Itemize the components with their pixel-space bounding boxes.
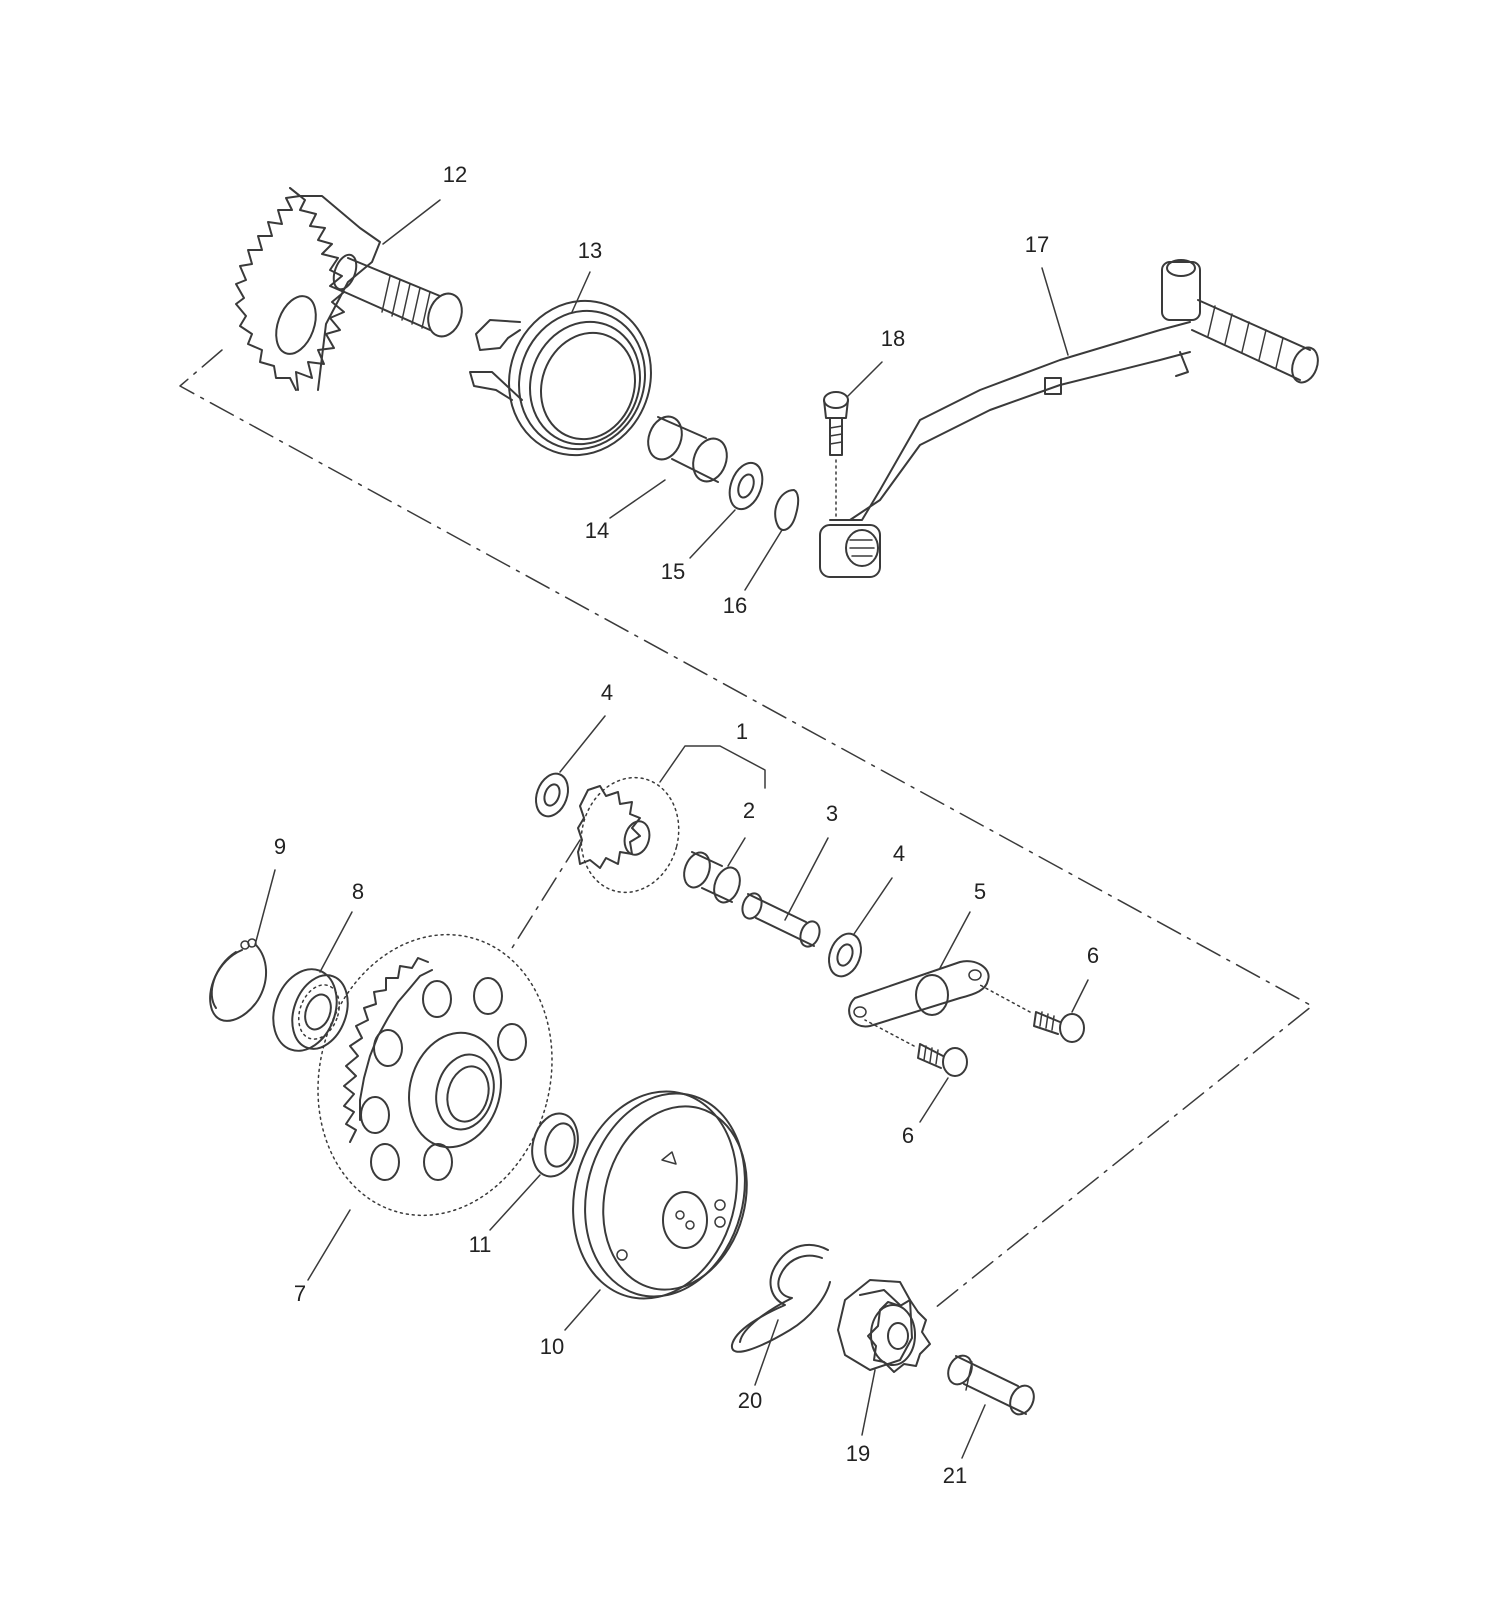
leader-bracket-1 (659, 745, 766, 789)
callout-11: 11 (469, 1232, 492, 1257)
part-seal-11 (531, 1112, 579, 1178)
callout-15: 15 (661, 559, 685, 584)
callout-13: 13 (578, 238, 602, 263)
callout-20: 20 (738, 1388, 762, 1413)
part-kick-shaft-12 (235, 187, 463, 391)
callout-2: 2 (743, 798, 755, 823)
leader-6-upper (1071, 979, 1089, 1013)
leader-3 (784, 837, 829, 921)
part-kick-crank-17 (819, 259, 1319, 578)
leader-2 (727, 837, 746, 867)
callout-16: 16 (723, 593, 747, 618)
callout-4-lower: 4 (893, 841, 905, 866)
part-idle-gear-1 (577, 776, 680, 894)
callout-6-upper: 6 (1087, 943, 1099, 968)
centre-line-1-7 (511, 839, 581, 949)
part-washer-15 (728, 461, 764, 511)
part-driven-gear-7 (317, 933, 553, 1217)
callout-17: 17 (1025, 232, 1049, 257)
leader-10 (564, 1289, 601, 1331)
callout-1: 1 (736, 719, 748, 744)
callout-14: 14 (585, 518, 609, 543)
leader-19 (861, 1369, 876, 1436)
part-ball-bearing-8 (272, 968, 349, 1052)
part-screw-6-upper (979, 984, 1085, 1043)
part-screw-6-lower (864, 1019, 968, 1077)
leader-11 (489, 1174, 541, 1231)
leader-18 (847, 361, 883, 397)
leader-9 (254, 869, 276, 946)
part-kick-spring-13 (469, 299, 652, 457)
leader-7 (307, 1209, 351, 1281)
part-circlip-9 (209, 938, 267, 1022)
part-housing-10 (572, 1090, 748, 1300)
leader-8 (319, 911, 353, 973)
part-pinion-19 (837, 1279, 931, 1373)
callout-3: 3 (826, 801, 838, 826)
leader-20 (754, 1319, 779, 1386)
leader-16 (744, 529, 783, 591)
callout-5: 5 (974, 879, 986, 904)
leader-5 (939, 911, 971, 969)
part-circlip-16 (774, 489, 800, 531)
part-washer-4-upper (535, 772, 569, 818)
callout-7: 7 (294, 1281, 306, 1306)
leader-12 (382, 199, 441, 245)
part-shaft-3 (741, 892, 821, 948)
part-washer-4-lower (828, 932, 862, 978)
callout-6-lower: 6 (902, 1123, 914, 1148)
part-bearing-2 (683, 851, 741, 904)
callout-18: 18 (881, 326, 905, 351)
part-bolt-18 (823, 391, 849, 521)
assembly-boundary-lines (179, 349, 1313, 1309)
leader-13 (571, 271, 591, 313)
leader-6-lower (919, 1077, 949, 1123)
callout-8: 8 (352, 879, 364, 904)
part-plate-5 (848, 960, 990, 1028)
callout-12: 12 (443, 162, 467, 187)
leader-14 (609, 479, 666, 519)
callout-4-upper: 4 (601, 680, 613, 705)
callout-9: 9 (274, 834, 286, 859)
leader-4-upper (559, 715, 606, 773)
leader-17 (1041, 267, 1069, 356)
callout-10: 10 (540, 1334, 564, 1359)
leader-15 (689, 509, 736, 559)
part-collar-14 (647, 415, 728, 483)
callout-21: 21 (943, 1463, 967, 1488)
callout-labels: 12 13 17 18 14 15 16 4 1 2 3 4 9 8 5 6 6… (274, 162, 1099, 1488)
leader-21 (961, 1404, 986, 1459)
callout-19: 19 (846, 1441, 870, 1466)
part-clip-20 (730, 1243, 831, 1353)
part-shaft-21 (947, 1354, 1035, 1416)
leader-4-lower (853, 877, 893, 935)
